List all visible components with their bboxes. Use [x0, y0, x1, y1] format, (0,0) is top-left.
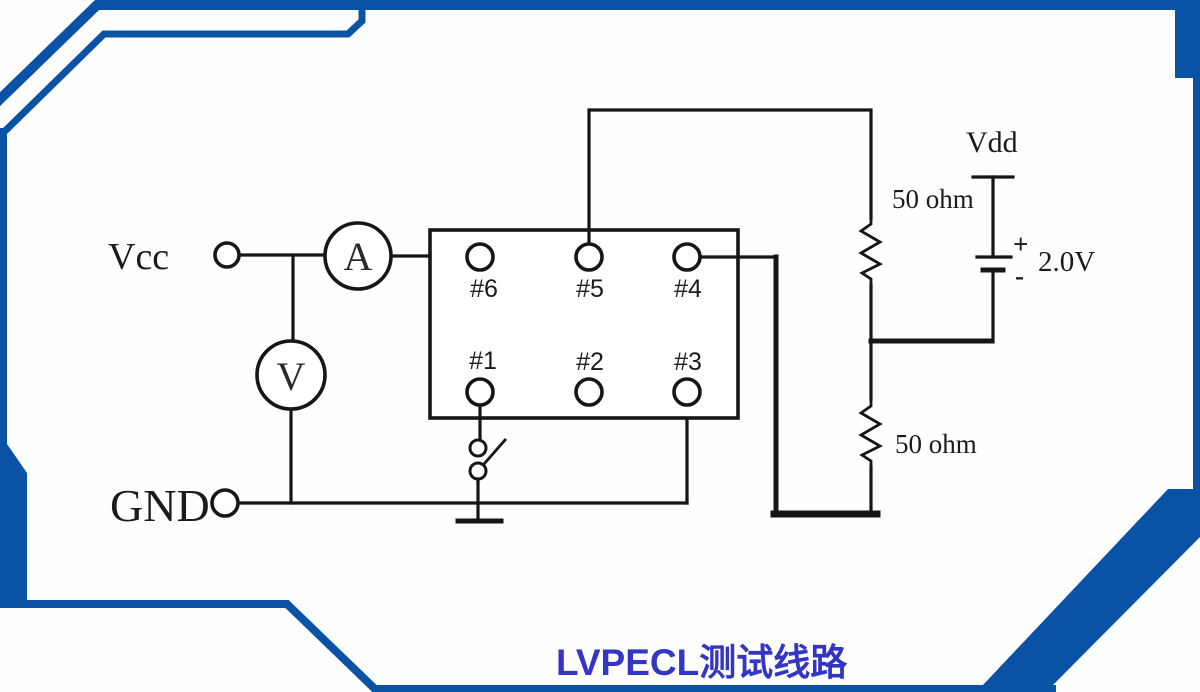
gnd-terminal: [210, 488, 240, 518]
battery-plus-sign: +: [1013, 229, 1028, 259]
resistor-top: [858, 216, 883, 287]
pin-6: [465, 242, 495, 272]
pin-3-label: #3: [674, 348, 702, 376]
ammeter-body: [323, 221, 393, 291]
voltmeter-body: [255, 339, 327, 411]
pin-5-label: #5: [576, 275, 604, 303]
border-bottom-bar: [372, 685, 1056, 692]
border-left-bar: [0, 128, 7, 450]
switch-contact-bottom: [468, 461, 488, 481]
figure-title: LVPECL测试线路: [556, 642, 848, 683]
pin-2-label: #2: [576, 348, 604, 376]
pin-3: [672, 377, 702, 407]
resistor-top-label: 50 ohm: [892, 184, 974, 214]
resistor-bottom: [858, 397, 883, 469]
ammeter-letter: A: [344, 234, 373, 279]
border-top-line: [0, 0, 1200, 107]
border-top-inner-line: [0, 6, 366, 136]
pin-1: [465, 377, 495, 407]
pin-6-label: #6: [470, 275, 498, 303]
pin-4: [672, 242, 702, 272]
pin-1-label: #1: [469, 347, 497, 375]
border-bottom-inner-line: [25, 600, 379, 692]
pin-5: [574, 242, 604, 272]
border-left-block: [0, 444, 27, 608]
switch-contact-top: [468, 438, 488, 458]
gnd-label: GND: [110, 480, 210, 531]
vcc-terminal: [213, 241, 241, 269]
vdd-label: Vdd: [966, 126, 1018, 159]
switch-blade: [482, 438, 507, 466]
vcc-label: Vcc: [108, 236, 169, 278]
pin-4-label: #4: [674, 275, 702, 303]
battery-minus-sign: -: [1015, 261, 1024, 291]
pin-2: [574, 377, 604, 407]
voltmeter-letter: V: [277, 354, 306, 399]
battery-voltage-label: 2.0V: [1038, 246, 1095, 278]
border-right-bar: [1193, 0, 1200, 494]
border-bottom-right-band: [982, 489, 1200, 686]
resistor-bottom-label: 50 ohm: [895, 429, 977, 459]
wire-pin5-top-net: [587, 108, 873, 252]
